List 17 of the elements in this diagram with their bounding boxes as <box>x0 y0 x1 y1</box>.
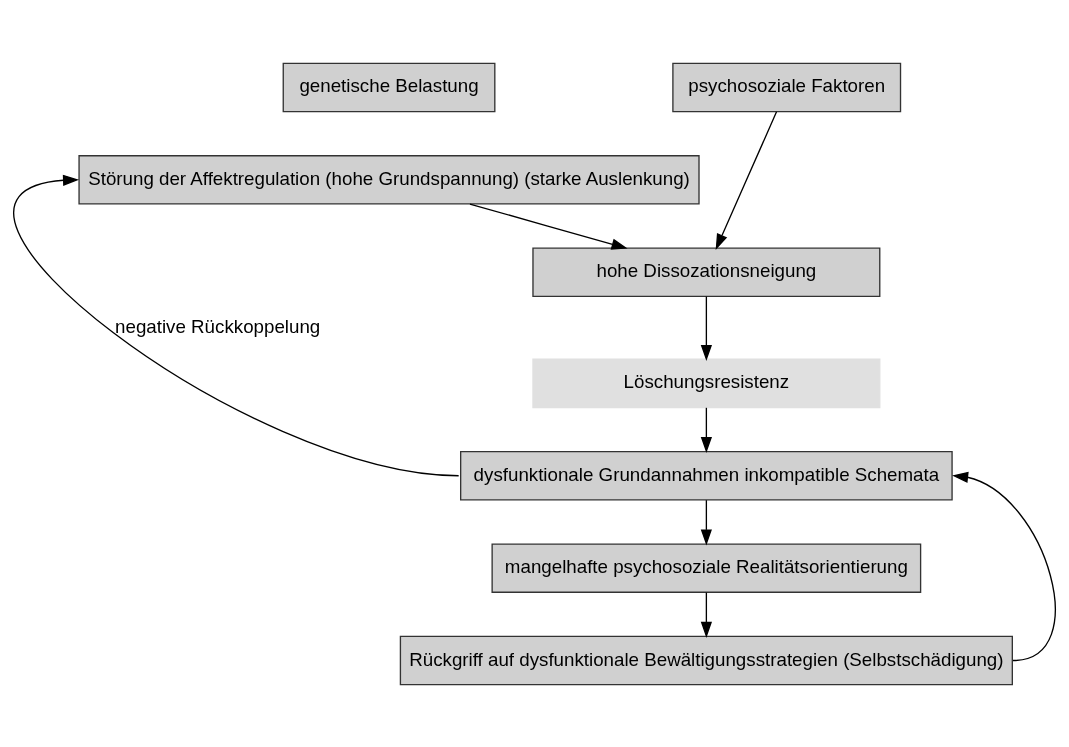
arrow <box>700 591 712 638</box>
arrow <box>952 471 1056 661</box>
arrow <box>700 499 712 545</box>
node-box: psychosoziale Faktoren <box>672 62 902 112</box>
node-box: Rückgriff auf dysfunktionale Bewältigungsstrategien (Selbstschädigung) <box>399 635 1013 685</box>
arrow <box>700 406 712 453</box>
node-box: Löschungsresistenz <box>532 358 881 408</box>
node-box: Störung der Affektregulation (hohe Grundspannung) (starke Auslenkung) <box>78 154 700 205</box>
node-box: genetische Belastung <box>282 62 496 112</box>
arrow <box>715 110 778 250</box>
edge-label: negative Rückkoppelung <box>115 315 321 337</box>
arrow <box>469 202 628 250</box>
arrow <box>700 295 712 361</box>
node-box: dysfunktionale Grundannahmen inkompatible Schemata <box>460 450 953 501</box>
node-box: hohe Dissozationsneigung <box>532 246 881 297</box>
node-box: mangelhafte psychosoziale Realitätsorientierung <box>491 542 922 593</box>
arrow <box>13 174 460 476</box>
